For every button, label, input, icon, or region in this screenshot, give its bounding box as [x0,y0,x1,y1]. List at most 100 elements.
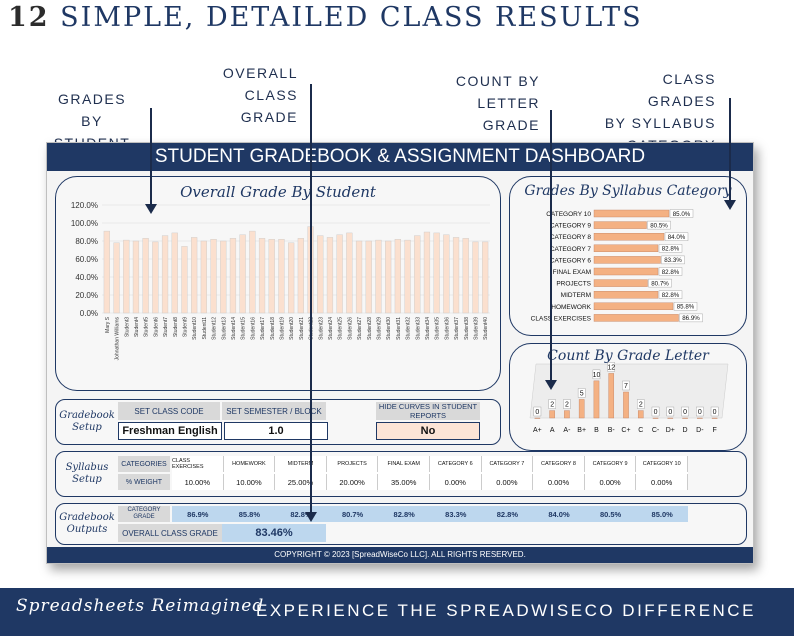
callout-line: LETTER GRADE [477,95,540,133]
syllabus-category-header[interactable]: MIDTERM [275,456,327,472]
syllabus-weight-cell[interactable]: 20.00% [326,474,379,490]
student-bar [249,230,256,314]
student-tick-label: Student17 [260,317,266,340]
letter-tick-label: C+ [621,427,630,434]
brand-tagline: EXPERIENCE THE SPREADWISECO DIFFERENCE [256,601,756,620]
student-bar [103,230,110,314]
letter-bar [652,417,659,419]
student-tick-label: Student34 [425,317,431,340]
syllabus-weight-cell[interactable]: 0.00% [481,474,534,490]
syllabus-category-header[interactable]: CATEGORY 8 [533,456,585,472]
student-bar [258,238,266,314]
category-bar [593,290,659,299]
y-tick-label: 20.0% [75,291,98,300]
semester-input[interactable]: 1.0 [224,422,328,440]
category-data-label-box [658,290,683,299]
category-grade-cell: 82.8% [393,509,415,519]
syllabus-category-header[interactable]: FINAL EXAM [378,456,430,472]
syllabus-weight-cell[interactable]: 35.00% [378,474,430,490]
category-data-label-box [658,267,683,276]
student-tick-label: Student26 [347,317,353,340]
category-bar [593,267,659,276]
syllabus-category-header[interactable]: HOMEWORK [223,456,276,472]
syllabus-weight-cell[interactable]: 0.00% [584,474,637,490]
category-data-label: 82.8% [662,292,680,299]
syllabus-category-header[interactable]: PROJECTS [326,456,379,472]
letter-data-label: 0 [654,409,658,416]
letter-data-label: 5 [580,390,584,397]
student-tick-label: Student20 [289,317,295,340]
student-tick-label: Student3 [124,317,130,337]
letter-data-label-box [651,406,660,417]
category-bar [593,209,670,218]
syllabus-setup-block: Syllabus Setup CATEGORIES % WEIGHT CLASS… [55,451,747,497]
gradebook-setup-label: Gradebook Setup [58,410,116,434]
category-grade-label: CATEGORY GRADE [118,506,170,522]
syllabus-category-header[interactable]: CATEGORY 6 [430,456,482,472]
arrow-syllabus-category [729,98,731,200]
letter-data-label: 0 [683,409,687,416]
syllabus-weight-cell[interactable]: 25.00% [275,474,327,490]
overall-class-grade-value: 83.46% [222,524,326,542]
category-data-label: 80.5% [650,222,668,229]
category-data-label-box [648,278,672,288]
student-bar [113,242,120,314]
letter-tick-label: B [594,427,599,434]
hide-curves-select[interactable]: No [376,422,480,440]
syllabus-weight-cell[interactable]: 10.00% [223,474,276,490]
overall-grade-panel: Overall Grade By Student 0.0%20.0%40.0%6… [55,176,501,391]
letter-data-label-box [592,369,601,380]
category-bar [593,233,665,241]
letter-bar [534,417,541,419]
label-line: Setup [72,474,102,485]
category-data-label-box [647,220,671,230]
student-tick-label: Student38 [464,317,470,340]
letter-tick-label: A- [563,427,571,434]
category-data-label: 82.8% [662,269,680,276]
category-bar [593,302,674,311]
student-tick-label: Student4 [134,317,140,337]
student-bar [385,240,392,314]
letter-data-label-box [577,388,586,398]
syllabus-weight-cell[interactable]: 0.00% [533,474,585,490]
overall-class-grade-label: OVERALL CLASS GRADE [118,524,222,542]
callout-count-by-letter: COUNT BY LETTER GRADE [418,70,540,136]
student-bar [152,241,159,314]
letter-bar [608,373,615,419]
category-grade-cell: 86.9% [187,509,209,519]
brand-script: Spreadsheets Reimagined [16,596,265,616]
syllabus-category-header[interactable]: CLASS EXERCISES [172,456,224,472]
letter-bar [711,417,718,419]
student-tick-label: Student14 [231,317,237,340]
category-tick-label: PROJECTS [556,281,591,288]
syllabus-weight-cell[interactable]: 10.00% [172,474,224,490]
syllabus-weight-cell[interactable]: 0.00% [636,474,688,490]
category-grade-cell: 82.8% [290,509,312,519]
category-bar [593,256,661,264]
category-data-label: 83.3% [664,257,682,264]
category-tick-label: MIDTERM [561,292,591,299]
letter-bar [593,380,600,419]
y-tick-label: 120.0% [71,201,98,210]
letter-tick-label: B- [608,427,616,434]
category-tick-label: CATEGORY 8 [550,234,592,241]
letter-data-label-box [607,362,616,372]
student-bar [326,237,334,314]
student-tick-label: Student19 [279,317,285,340]
syllabus-category-header[interactable]: CATEGORY 10 [636,456,688,472]
callout-line: COUNT BY [455,73,540,89]
category-grade-cell: 85.8% [238,509,261,519]
student-bar [191,237,198,314]
syllabus-category-header[interactable]: CATEGORY 7 [481,456,534,472]
class-code-input[interactable]: Freshman English [118,422,222,440]
syllabus-weight-cell[interactable]: 0.00% [430,474,482,490]
student-tick-label: Student15 [241,317,247,340]
overall-grade-title: Overall Grade By Student [180,183,376,201]
label-line: Syllabus [65,462,109,473]
syllabus-category-header[interactable]: CATEGORY 9 [584,456,637,472]
student-tick-label: Student21 [299,317,305,340]
syllabus-category-title: Grades By Syllabus Category [524,183,732,199]
letter-bar [564,410,570,419]
y-tick-label: 60.0% [75,255,98,264]
